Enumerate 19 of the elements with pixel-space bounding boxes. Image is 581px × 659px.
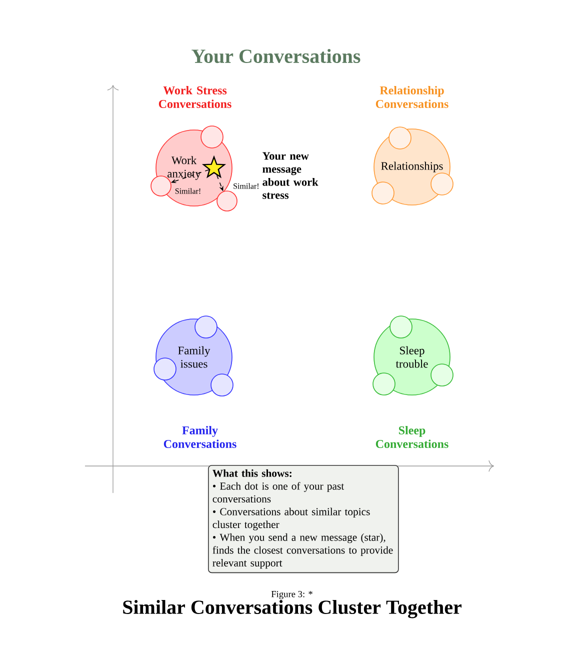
conversation-dot: [210, 374, 234, 396]
title: Your Conversations: [192, 48, 360, 64]
cluster-label: Sleep Conversations: [376, 426, 448, 448]
conversation-dot: [430, 364, 454, 386]
conversation-dot: [200, 126, 224, 148]
conversation-dot: [194, 316, 218, 338]
conversation-dot: [372, 372, 396, 396]
conversation-dot: [430, 172, 454, 196]
figure-number: Figure 3: *: [271, 591, 312, 600]
cluster-label: Relationship Conversations: [376, 86, 448, 108]
message-note: Your new message about work stress: [262, 152, 318, 199]
cluster-label: Work Stress Conversations: [158, 86, 232, 108]
conversation-dot: [390, 316, 412, 338]
caption: Similar Conversations Cluster Together: [123, 600, 462, 618]
cluster-label: Family Conversations: [164, 426, 236, 448]
conversation-dot: [216, 190, 238, 212]
conversation-dot: [372, 182, 394, 204]
edge-label: Similar!: [232, 182, 260, 190]
info-box: What this shows: • Each dot is one of your past conversations • Conversations about similar topics cluster together • When you send a new message (star), finds the closest conversations to provide relevant support: [208, 465, 399, 574]
